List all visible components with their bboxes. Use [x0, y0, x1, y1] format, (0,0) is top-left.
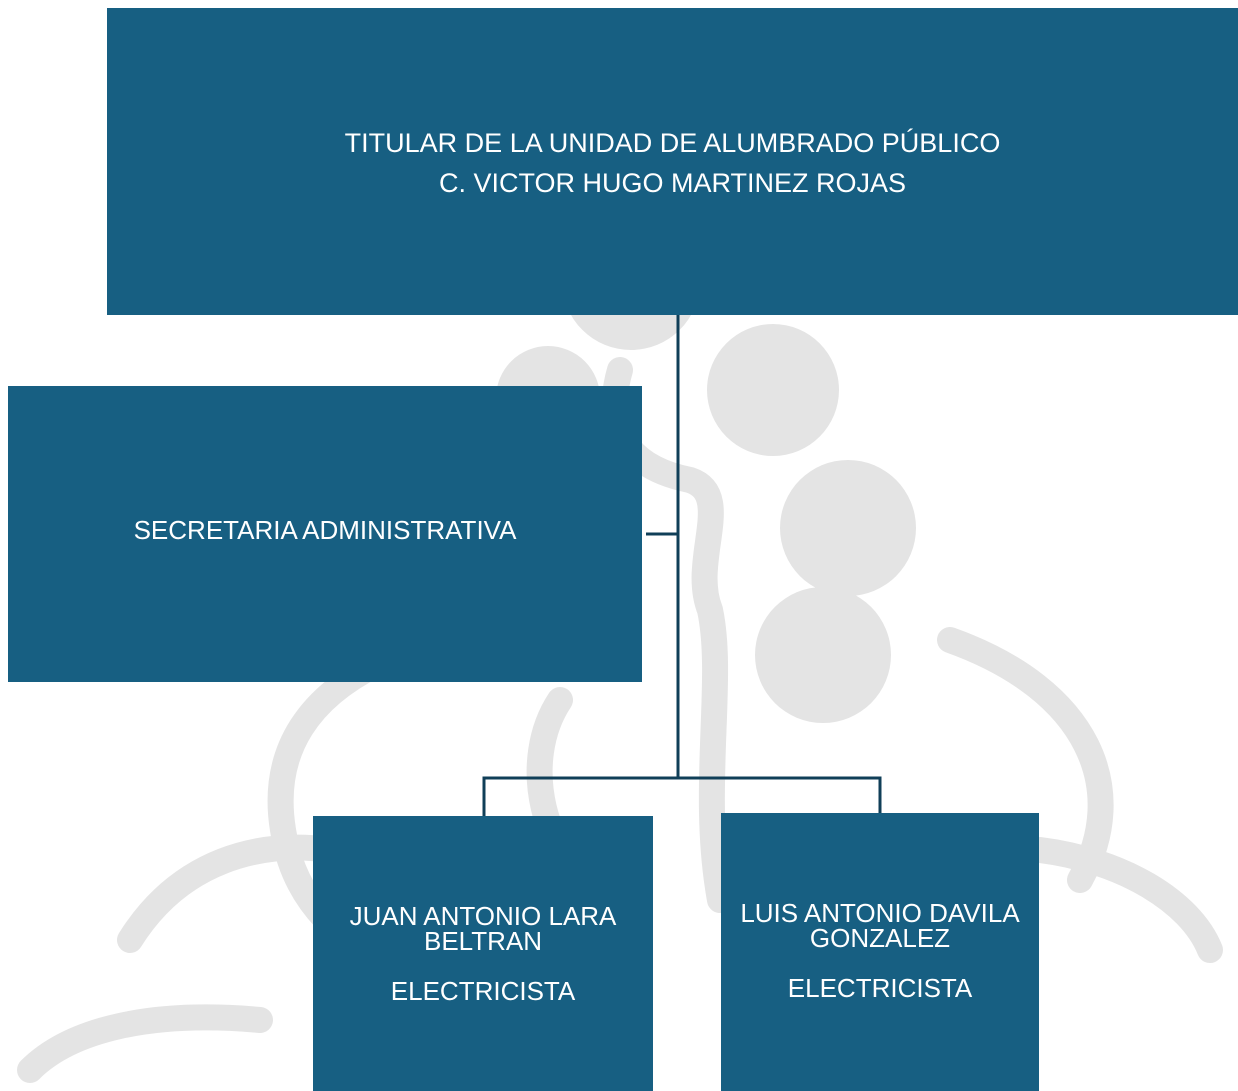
watermark-circle — [780, 460, 916, 596]
watermark-right-leaf — [937, 627, 1114, 893]
node-role: ELECTRICISTA — [787, 973, 973, 1003]
org-node-secretaria: SECRETARIA ADMINISTRATIVA — [8, 386, 642, 682]
watermark-bottom-arc — [17, 1004, 273, 1083]
watermark-circle — [707, 324, 839, 456]
org-node-electricista-2: LUIS ANTONIO DAVILA GONZALEZ ELECTRICIST… — [721, 813, 1039, 1091]
connector-subordinates — [482, 776, 882, 816]
watermark-left-arc — [117, 834, 343, 953]
watermark-right-arc — [1027, 837, 1223, 963]
watermark-circle — [755, 587, 891, 723]
node-title: SECRETARIA ADMINISTRATIVA — [133, 515, 517, 545]
node-title: TITULAR DE LA UNIDAD DE ALUMBRADO PÚBLIC… — [344, 128, 1001, 158]
node-name: JUAN ANTONIO LARA BELTRAN — [349, 901, 617, 956]
org-node-electricista-1: JUAN ANTONIO LARA BELTRAN ELECTRICISTA — [313, 816, 653, 1091]
node-role: ELECTRICISTA — [390, 976, 576, 1006]
node-name: LUIS ANTONIO DAVILA GONZALEZ — [740, 898, 1020, 953]
org-node-titular: TITULAR DE LA UNIDAD DE ALUMBRADO PÚBLIC… — [107, 8, 1238, 315]
node-name: C. VICTOR HUGO MARTINEZ ROJAS — [438, 168, 907, 198]
